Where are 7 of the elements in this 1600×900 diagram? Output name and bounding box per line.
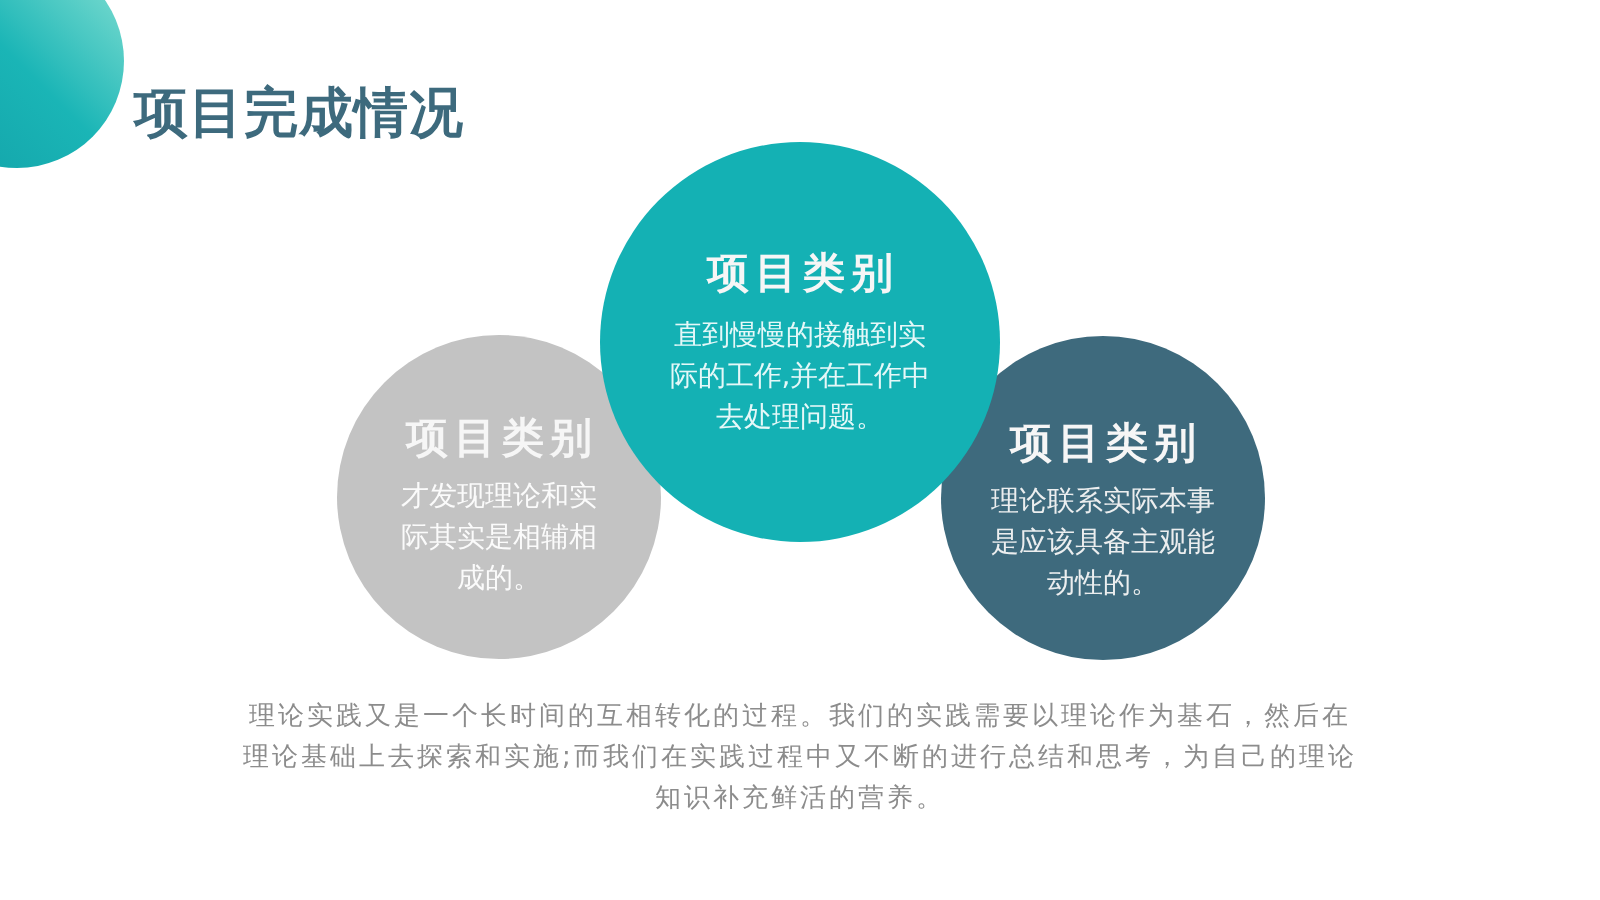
body-paragraph: 理论实践又是一个长时间的互相转化的过程。我们的实践需要以理论作为基石，然后在理论基础上去探索和实施;而我们在实践过程中又不断的进行总结和思考，为自己的理论知识补充鲜活的营养。 <box>242 699 1358 814</box>
circle-heading: 项目类别 <box>1008 418 1202 468</box>
circle-text: 才发现理论和实际其实是相辅相成的。 <box>400 478 598 596</box>
circle-text: 理论联系实际本事是应该具备主观能动性的。 <box>990 483 1216 601</box>
circle-heading: 项目类别 <box>705 248 899 298</box>
circle-text: 直到慢慢的接触到实际的工作,并在工作中去处理问题。 <box>668 317 932 435</box>
slide-title: 项目完成情况 <box>134 84 464 142</box>
